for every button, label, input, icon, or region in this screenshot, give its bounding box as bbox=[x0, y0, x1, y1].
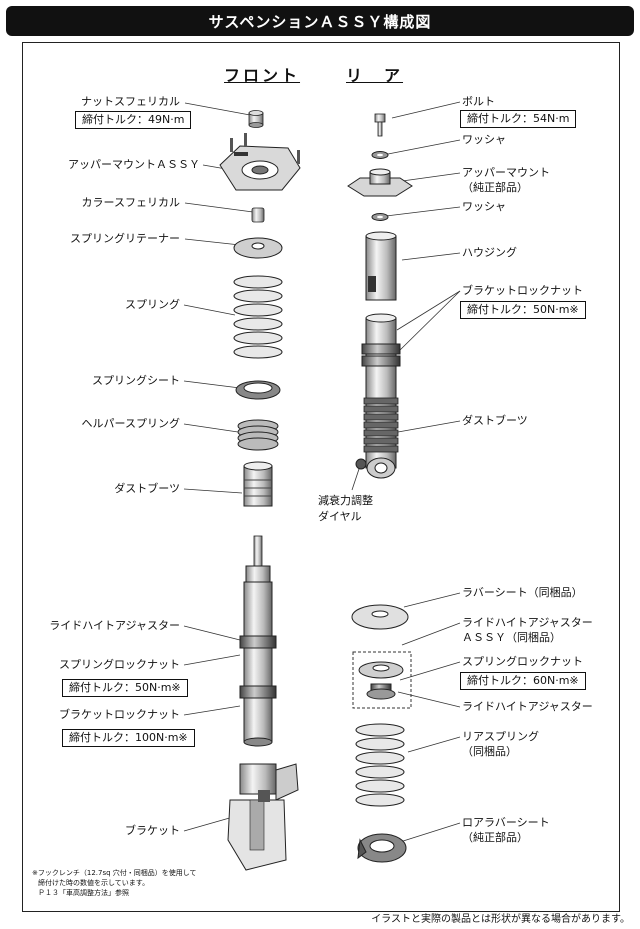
rear-washer-1-part bbox=[371, 151, 389, 159]
front-upper-mount-part bbox=[219, 133, 301, 191]
rear-upper-mount-label: アッパーマウント bbox=[462, 166, 550, 179]
rear-rha-assy-label-1: ライドハイトアジャスター bbox=[462, 616, 593, 629]
front-collar-spherical-part bbox=[251, 207, 265, 223]
rear-housing-label: ハウジング bbox=[462, 246, 517, 259]
rear-dust-boot-part bbox=[363, 397, 399, 453]
rear-bolt-part bbox=[374, 113, 386, 137]
front-dust-boot-label: ダストブーツ bbox=[114, 482, 180, 495]
rear-bracket-lock-torque-box: 締付トルク：50N·m※ bbox=[460, 301, 586, 319]
rear-spring-lock-torque-box: 締付トルク：60N·m※ bbox=[460, 672, 586, 690]
front-helper-spring-part bbox=[237, 419, 279, 451]
front-nut-spherical-part bbox=[248, 110, 264, 128]
front-nut-torque-box: 締付トルク：49N·m bbox=[75, 111, 192, 129]
front-spring-retainer-part bbox=[233, 237, 283, 259]
front-ride-height-adjuster-label: ライドハイトアジャスター bbox=[49, 619, 180, 632]
rear-damper-body-part bbox=[361, 313, 401, 469]
rear-bolt-torque-box: 締付トルク：54N·m bbox=[460, 110, 577, 128]
rear-upper-mount-note: （純正部品） bbox=[462, 181, 528, 194]
page-title: サスペンションＡＳＳＹ構成図 bbox=[6, 6, 634, 36]
rear-header: リ ア bbox=[346, 66, 404, 85]
front-damper-body-part bbox=[239, 535, 277, 747]
rear-spring-lock-nut-label: スプリングロックナット bbox=[462, 655, 583, 668]
rear-dust-boot-label: ダストブーツ bbox=[462, 414, 528, 427]
hook-wrench-note-3: Ｐ１３「車高調整方法」参照 bbox=[38, 889, 129, 897]
front-spring-label: スプリング bbox=[125, 298, 180, 311]
front-spring-seat-label: スプリングシート bbox=[92, 374, 180, 387]
front-bracket-lock-torque-box: 締付トルク：100N·m※ bbox=[62, 729, 195, 747]
rear-ride-height-adjuster-part bbox=[358, 661, 404, 700]
rear-rha-assy-label-2: ＡＳＳＹ（同梱品） bbox=[462, 631, 561, 644]
rear-washer-1-label: ワッシャ bbox=[462, 133, 506, 146]
hook-wrench-note-1: ※フックレンチ（12.7sq 穴付・同梱品）を使用して bbox=[32, 869, 197, 877]
rear-spring-label-1: リアスプリング bbox=[462, 730, 539, 743]
front-upper-mount-assy-label: アッパーマウントＡＳＳＹ bbox=[68, 158, 200, 171]
rear-damping-adjust-label-2: ダイヤル bbox=[318, 510, 362, 523]
rear-rubber-seat-part bbox=[351, 604, 409, 630]
rear-washer-2-part bbox=[371, 213, 389, 221]
rear-damping-adjust-label-1: 減衰力調整 bbox=[318, 494, 373, 507]
rear-spring-label-2: （同梱品） bbox=[462, 745, 517, 758]
front-spring-part bbox=[233, 275, 283, 359]
front-bracket-lock-nut-label: ブラケットロックナット bbox=[59, 708, 180, 721]
rear-rubber-seat-label: ラバーシート（同梱品） bbox=[462, 586, 583, 599]
front-collar-spherical-label: カラースフェリカル bbox=[81, 196, 180, 209]
hook-wrench-note-2: 締付けた時の数値を示しています。 bbox=[38, 879, 150, 887]
front-bracket-label: ブラケット bbox=[125, 824, 180, 837]
front-dust-boot-part bbox=[243, 461, 273, 507]
front-spring-lock-torque-box: 締付トルク：50N·m※ bbox=[62, 679, 188, 697]
rear-upper-mount-part bbox=[347, 168, 413, 197]
rear-lower-rubber-seat-label-1: ロアラバーシート bbox=[462, 816, 550, 829]
front-helper-spring-label: ヘルパースプリング bbox=[81, 417, 180, 430]
rear-ride-height-adjuster-label: ライドハイトアジャスター bbox=[462, 700, 593, 713]
front-spring-seat-part bbox=[235, 380, 281, 400]
rear-housing-part bbox=[365, 231, 397, 301]
disclaimer-footer: イラストと実際の製品とは形状が異なる場合があります。 bbox=[371, 914, 630, 925]
front-spring-lock-nut-label: スプリングロックナット bbox=[59, 658, 180, 671]
rear-spring-part bbox=[355, 723, 405, 807]
front-bracket-part bbox=[227, 763, 299, 871]
front-header: フロント bbox=[224, 66, 301, 85]
rear-lower-rubber-seat-label-2: （純正部品） bbox=[462, 831, 528, 844]
diagram-frame bbox=[22, 42, 620, 912]
rear-lower-rubber-seat-part bbox=[357, 833, 407, 863]
rear-bracket-lock-nut-label: ブラケットロックナット bbox=[462, 284, 583, 297]
front-nut-spherical-label: ナットスフェリカル bbox=[81, 95, 180, 108]
rear-washer-2-label: ワッシャ bbox=[462, 200, 506, 213]
front-spring-retainer-label: スプリングリテーナー bbox=[70, 232, 180, 245]
rear-bolt-label: ボルト bbox=[462, 95, 495, 108]
rear-damping-dial-part bbox=[355, 457, 396, 479]
